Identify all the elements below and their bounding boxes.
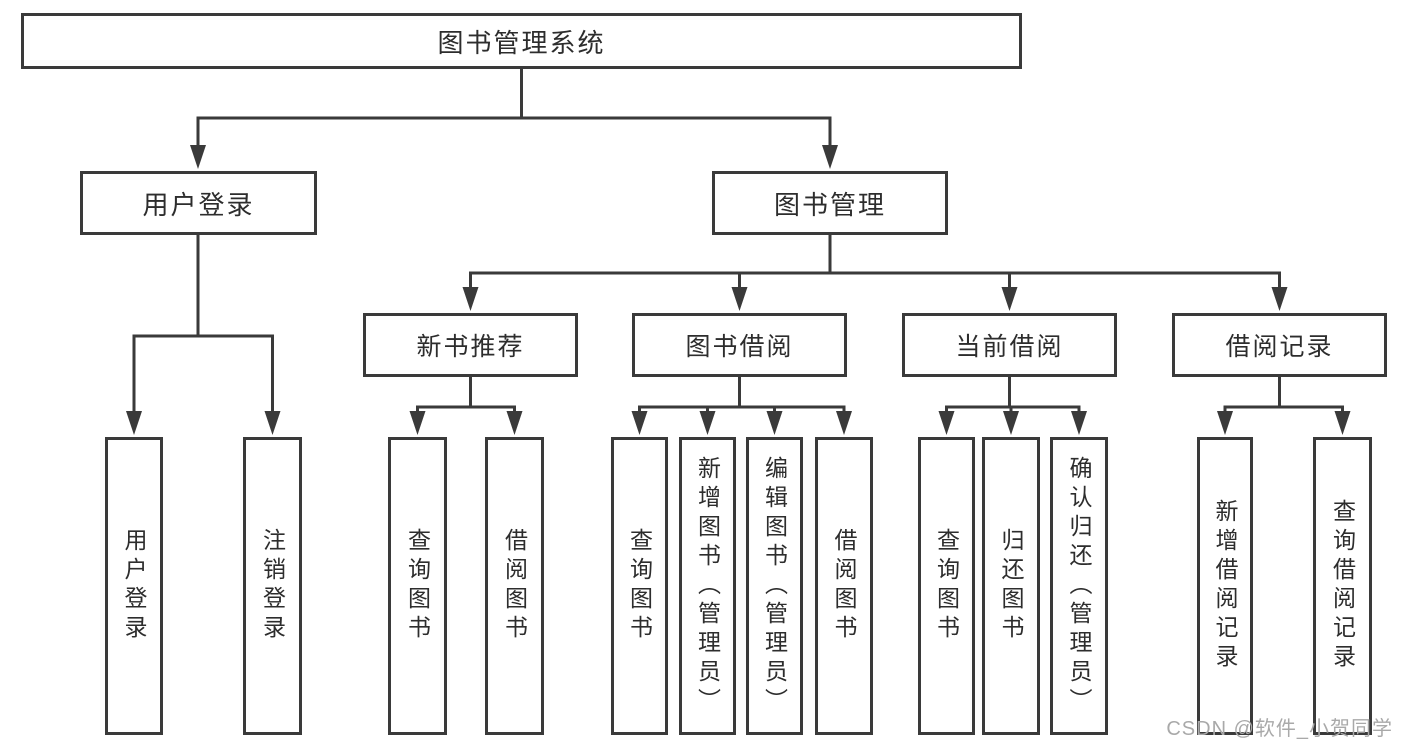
node-query-books-current-label: 查询图书 [933,528,960,644]
node-borrow-records-label: 借阅记录 [1225,333,1334,361]
node-borrow-books-recommend-label: 借阅图书 [501,528,528,644]
node-confirm-return-admin-label: 确认归还（管理员） [1066,455,1092,717]
node-book-management-label: 图书管理 [773,189,886,220]
csdn-watermark: CSDN @软件_小贺同学 [1166,718,1393,740]
node-new-book-recommend: 新书推荐 [363,313,578,377]
node-edit-book-admin: 编辑图书（管理员） [746,437,803,735]
node-logout-leaf-label: 注销登录 [259,528,286,644]
connector-current-children [945,375,1081,414]
connector-recommend-children [416,375,516,414]
arrowheads-records-children [1217,411,1351,435]
node-confirm-return-admin: 确认归还（管理员） [1050,437,1108,735]
node-borrow-books-leaf-label: 借阅图书 [831,528,857,644]
node-current-borrow: 当前借阅 [902,313,1117,377]
node-add-book-admin: 新增图书（管理员） [679,437,736,735]
arrowheads-level2 [190,145,838,169]
connector-login-children [132,233,274,414]
node-user-login: 用户登录 [80,171,317,235]
node-query-borrow-record-label: 查询借阅记录 [1329,499,1356,673]
node-query-books-borrow-label: 查询图书 [626,528,653,644]
node-root-label: 图书管理系统 [437,27,606,58]
connector-root-to-level2 [196,67,832,148]
node-book-borrow: 图书借阅 [632,313,847,377]
node-user-login-leaf: 用户登录 [105,437,163,735]
connector-records-children [1223,375,1344,414]
node-user-login-label: 用户登录 [142,189,255,220]
node-edit-book-admin-label: 编辑图书（管理员） [761,455,788,717]
node-logout-leaf: 注销登录 [243,437,302,735]
arrowheads-mgmt-sections [462,287,1288,311]
node-add-borrow-record: 新增借阅记录 [1197,437,1253,735]
node-current-borrow-label: 当前借阅 [955,333,1064,361]
node-query-books-recommend-label: 查询图书 [404,528,431,644]
node-user-login-leaf-label: 用户登录 [121,528,147,644]
node-book-management: 图书管理 [712,171,948,235]
arrowheads-borrow-children [631,411,852,435]
connector-borrow-children [638,375,846,414]
node-root: 图书管理系统 [21,13,1022,69]
node-query-borrow-record: 查询借阅记录 [1313,437,1372,735]
arrowheads-recommend-children [409,411,523,435]
node-borrow-books-leaf: 借阅图书 [815,437,873,735]
connector-mgmt-sections [469,233,1281,290]
arrowheads-current-children [938,411,1087,435]
node-book-borrow-label: 图书借阅 [685,333,794,361]
node-query-books-borrow: 查询图书 [611,437,668,735]
node-query-books-current: 查询图书 [918,437,975,735]
node-borrow-records: 借阅记录 [1172,313,1387,377]
node-return-book: 归还图书 [982,437,1040,735]
node-query-books-recommend: 查询图书 [388,437,447,735]
arrowheads-login-children [126,411,281,435]
node-add-book-admin-label: 新增图书（管理员） [694,455,721,717]
node-add-borrow-record-label: 新增借阅记录 [1212,499,1238,673]
node-return-book-label: 归还图书 [998,528,1024,644]
node-new-book-recommend-label: 新书推荐 [416,333,525,361]
node-borrow-books-recommend: 借阅图书 [485,437,544,735]
